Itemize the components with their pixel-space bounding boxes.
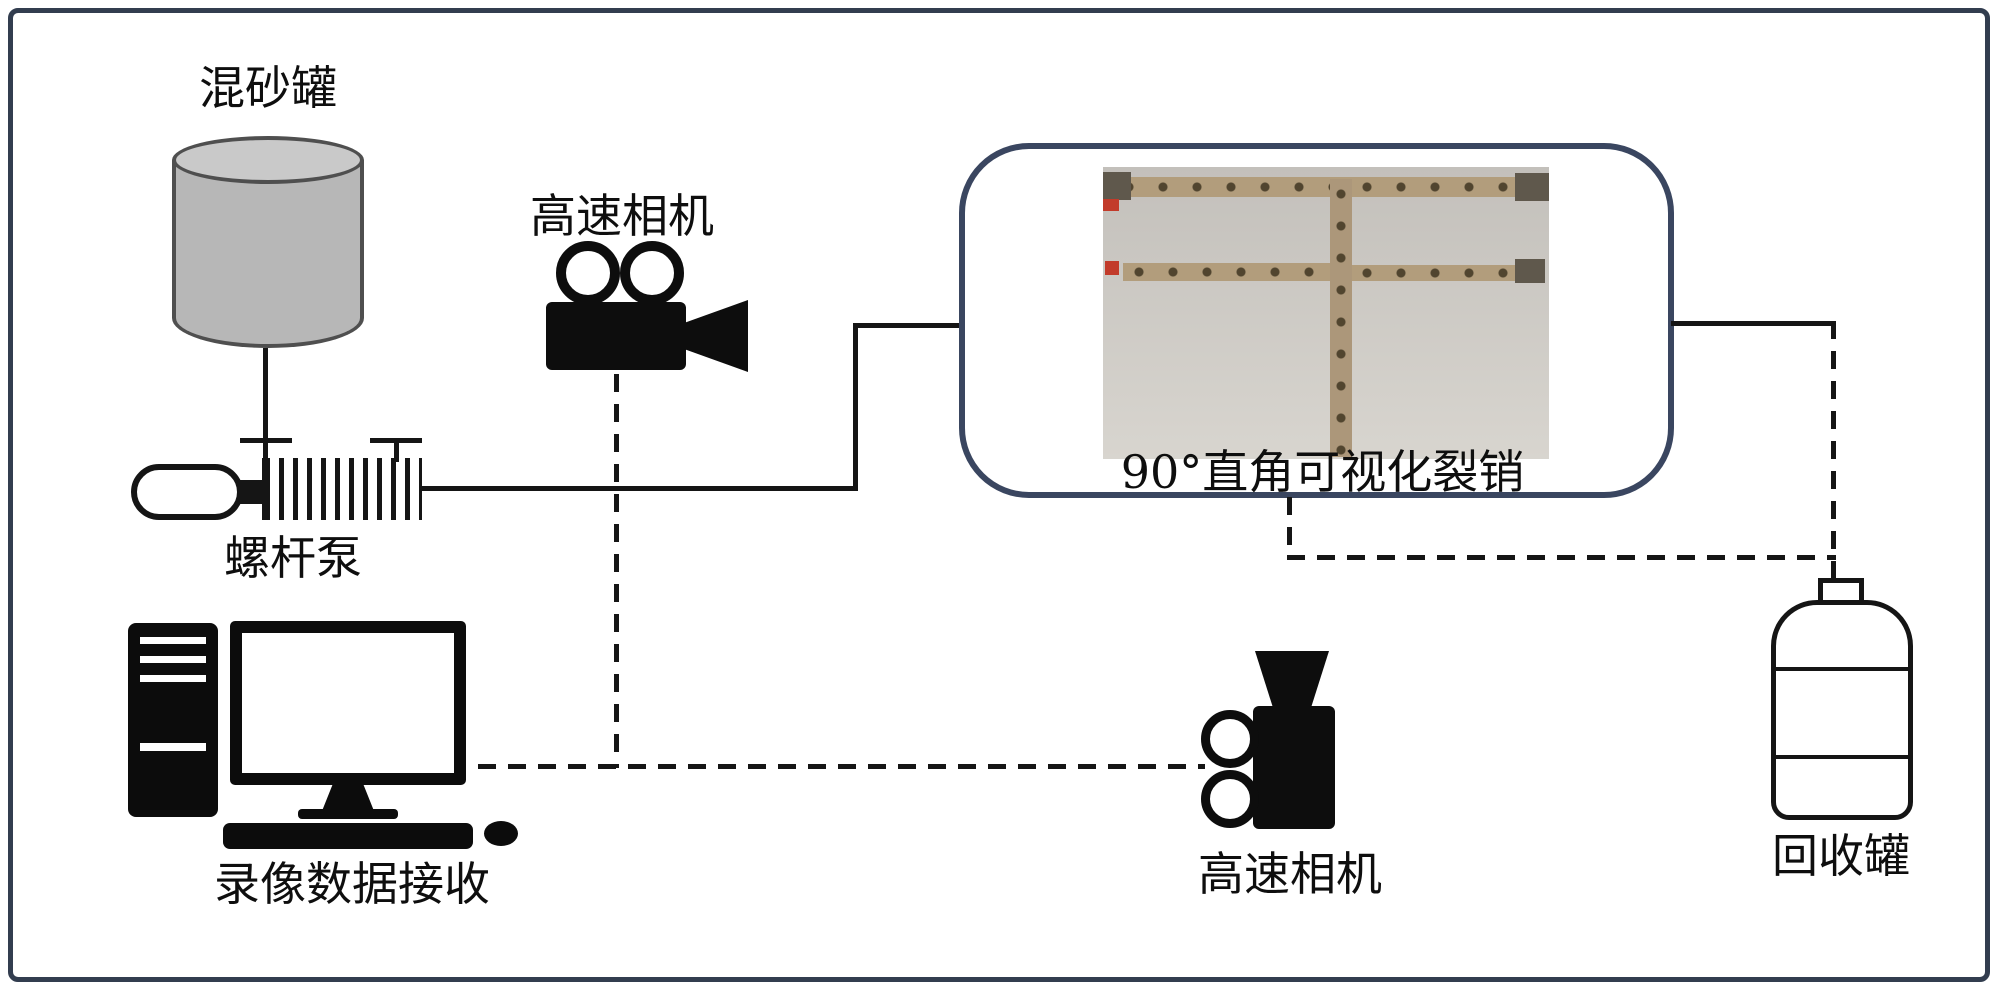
pipe-cell-out — [1671, 321, 1834, 326]
monitor-stand-base — [298, 809, 398, 819]
recovery-tank-level-line-1 — [1776, 667, 1908, 671]
camera-top-reel-left — [556, 241, 620, 305]
computer-mouse — [484, 821, 518, 846]
computer-tower — [128, 623, 218, 817]
pipe-cell-drain-vertical — [1287, 497, 1292, 559]
camera-bottom-reel-upper — [1201, 710, 1259, 768]
pipe-drain-horizontal — [1287, 555, 1836, 560]
pump-screw-coil — [262, 458, 422, 520]
photo-valve-red-mid — [1105, 261, 1119, 275]
pipe-riser-vertical — [853, 323, 858, 491]
sand-tank-cylinder-top — [172, 136, 364, 184]
camera-bottom-reel-lower — [1201, 770, 1259, 828]
photo-valve-red-top — [1103, 199, 1119, 211]
fracture-cell-box: 90°直角可视化裂销 — [959, 143, 1674, 498]
camera-bottom-label: 高速相机 — [1198, 847, 1382, 901]
computer-monitor — [230, 621, 466, 785]
screw-pump-label: 螺杆泵 — [224, 531, 362, 585]
photo-mid-bar-right — [1351, 265, 1521, 281]
pipe-recovery-dashed-vertical — [1831, 321, 1836, 581]
camera-top-reel-right — [620, 241, 684, 305]
computer-label: 录像数据接收 — [214, 857, 490, 911]
recovery-tank-body — [1771, 600, 1913, 820]
sand-tank-cylinder-body — [172, 160, 364, 348]
signal-camera-top-vertical — [614, 374, 619, 768]
tower-drive-slot — [140, 743, 206, 751]
photo-clamp-mid-right — [1515, 259, 1545, 283]
camera-top-body — [546, 302, 686, 370]
camera-bottom-body — [1253, 706, 1335, 829]
photo-clamp-top-right — [1515, 173, 1549, 201]
photo-mid-bar-left — [1123, 263, 1331, 281]
signal-computer-to-camera — [478, 764, 1205, 769]
pump-motor — [131, 464, 243, 520]
sand-tank-label: 混砂罐 — [199, 61, 337, 115]
photo-top-bar — [1113, 177, 1539, 197]
fracture-cell-label: 90°直角可视化裂销 — [1120, 445, 1525, 499]
recovery-tank-label: 回收罐 — [1772, 829, 1910, 883]
pump-inlet-cap — [240, 438, 292, 443]
tower-vents — [140, 637, 206, 687]
pipe-tank-to-pump — [263, 348, 268, 462]
pipe-into-cell — [853, 323, 965, 328]
photo-vertical-bar — [1330, 179, 1352, 457]
pipe-pump-horizontal — [421, 486, 858, 491]
camera-top-label: 高速相机 — [530, 189, 714, 243]
pump-outlet-stem — [394, 440, 399, 462]
recovery-tank-level-line-2 — [1776, 755, 1908, 759]
computer-keyboard — [223, 823, 473, 849]
photo-clamp-top-left — [1103, 172, 1131, 200]
outer-border — [8, 8, 1990, 982]
fracture-cell-photo — [1103, 167, 1549, 459]
